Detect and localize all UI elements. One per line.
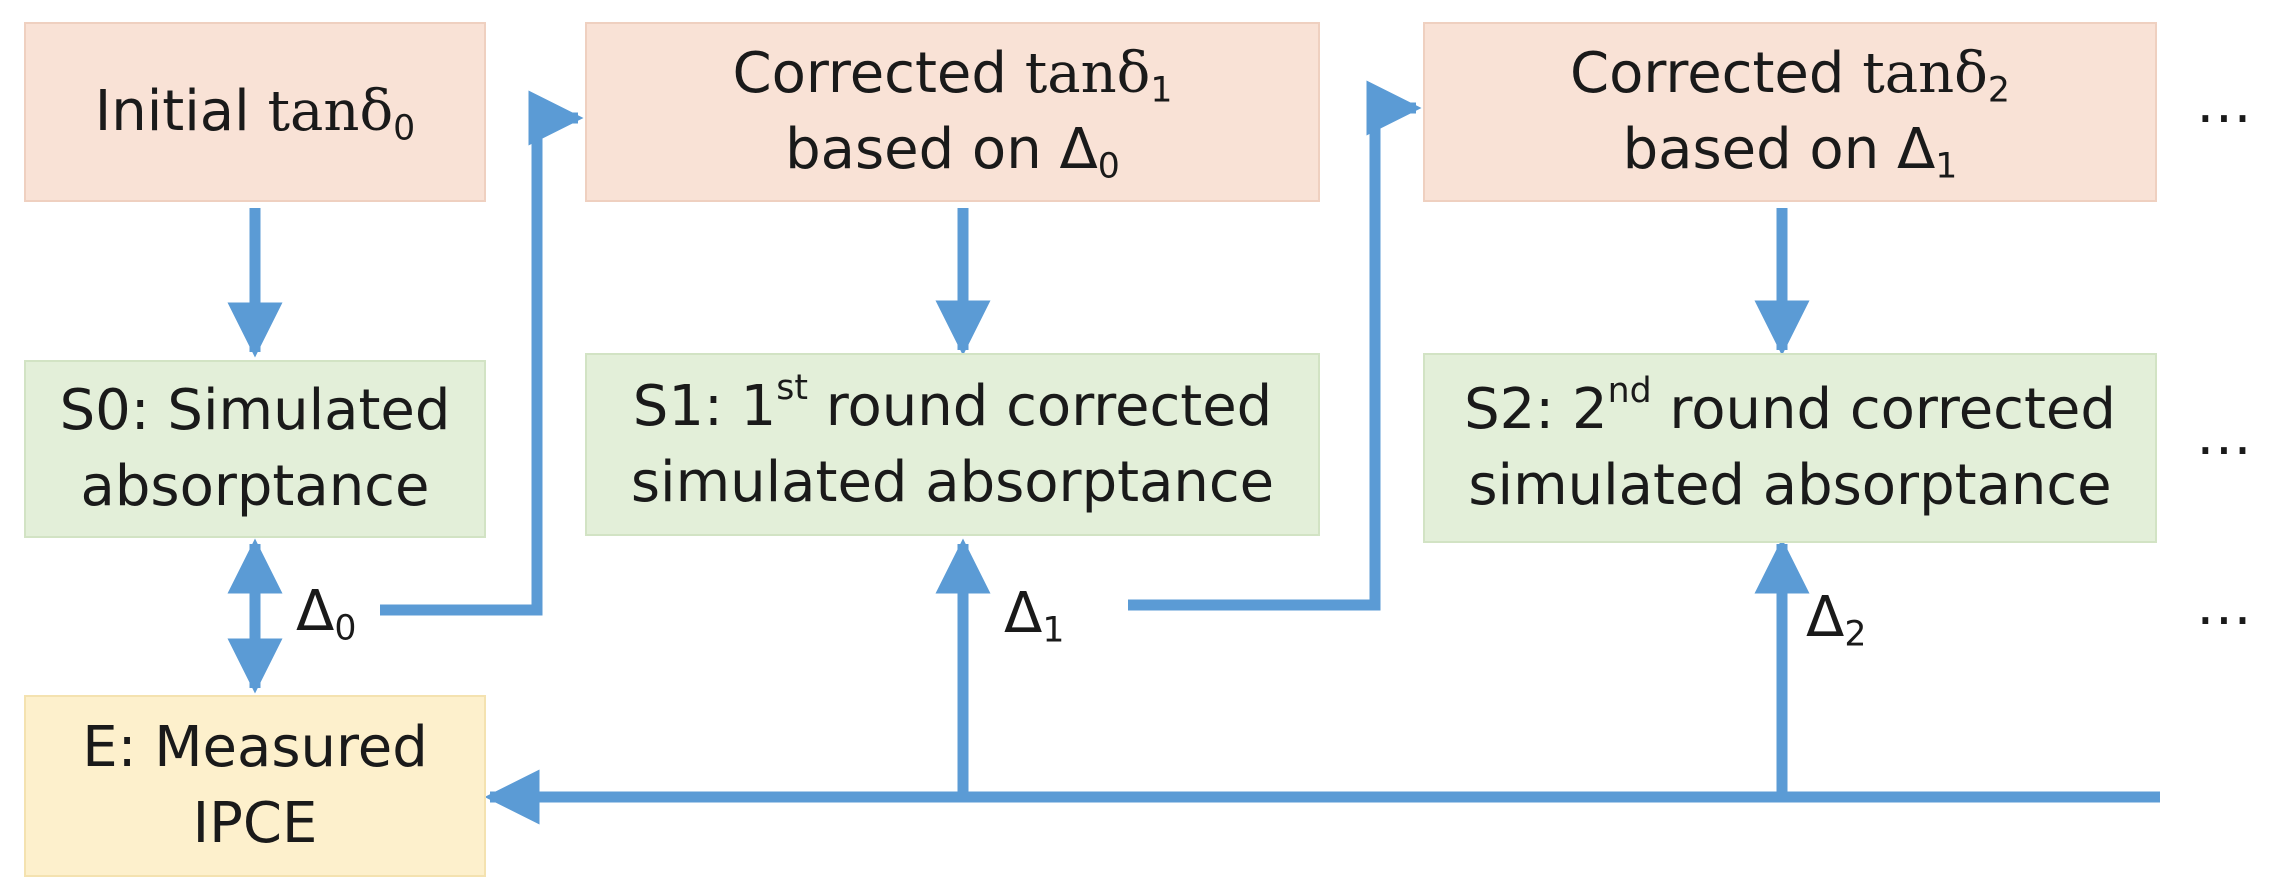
s1-line1: S1: 1st round corrected [632, 367, 1273, 439]
initial-tan-delta-box: Initial tanδ0 [24, 22, 486, 202]
e-measured-box: E: Measured IPCE [24, 695, 486, 877]
e-line2: IPCE [192, 791, 318, 856]
s2-corrected-box: S2: 2nd round corrected simulated absorp… [1423, 353, 2157, 543]
e-line1: E: Measured [82, 715, 428, 780]
arrow-delta0-to-c1 [380, 90, 584, 616]
corrected-1-title: Corrected tanδ1 [732, 41, 1173, 111]
s2-line2: simulated absorptance [1468, 453, 2112, 518]
arrow-delta1-to-c2 [1128, 80, 1422, 611]
delta-0-label: Δ0 [296, 579, 357, 649]
initial-tan-delta-label: Initial tanδ0 [94, 79, 416, 149]
s0-simulated-box: S0: Simulated absorptance [24, 360, 486, 538]
delta-2-label: Δ2 [1806, 585, 1867, 655]
continuation-ellipsis-top: ⋯ [2196, 85, 2254, 150]
corrected-2-title: Corrected tanδ2 [1570, 41, 2010, 111]
s1-corrected-box: S1: 1st round corrected simulated absorp… [585, 353, 1320, 536]
corrected-tan-delta-1-box: Corrected tanδ1 based on Δ0 [585, 22, 1320, 202]
s1-line2: simulated absorptance [630, 449, 1275, 515]
corrected-2-basis: based on Δ1 [1622, 117, 1958, 187]
delta-1-label: Δ1 [1004, 581, 1065, 651]
s0-line2: absorptance [80, 454, 430, 519]
s0-line1: S0: Simulated [59, 378, 451, 443]
continuation-ellipsis-bottom: ⋯ [2196, 587, 2254, 652]
corrected-1-basis: based on Δ0 [785, 117, 1120, 187]
s2-line1: S2: 2nd round corrected [1464, 370, 2116, 442]
continuation-ellipsis-middle: ⋯ [2196, 417, 2254, 482]
corrected-tan-delta-2-box: Corrected tanδ2 based on Δ1 [1423, 22, 2157, 202]
